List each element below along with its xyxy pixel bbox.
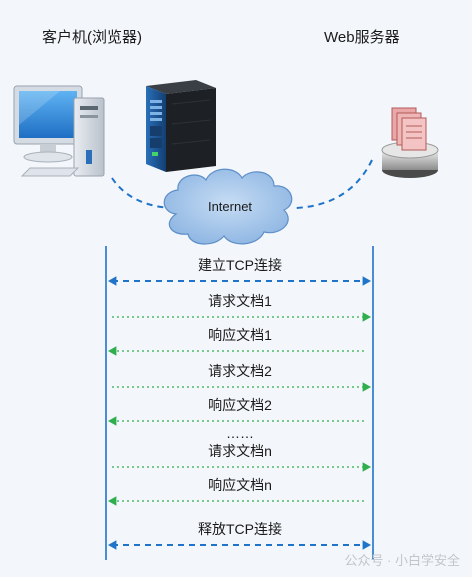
server-tower-icon bbox=[146, 80, 216, 172]
arrow-head bbox=[362, 540, 371, 550]
arrow-head bbox=[362, 382, 371, 392]
arrow-head bbox=[362, 276, 371, 286]
message-label: 请求文档2 bbox=[208, 363, 272, 379]
arrow-head bbox=[362, 312, 371, 322]
client-title: 客户机(浏览器) bbox=[42, 29, 142, 46]
message-label: 请求文档n bbox=[208, 443, 272, 459]
message-label: 响应文档n bbox=[208, 477, 272, 493]
message-label: 响应文档1 bbox=[208, 327, 272, 343]
arrow-head bbox=[108, 540, 117, 550]
message-label: …… bbox=[226, 425, 254, 441]
message-label: 响应文档2 bbox=[208, 397, 272, 413]
arrow-head bbox=[362, 462, 371, 472]
server-title: Web服务器 bbox=[324, 29, 400, 46]
server-link-line bbox=[295, 159, 373, 209]
desktop-computer-icon bbox=[13, 85, 105, 177]
arrow-head bbox=[108, 346, 117, 356]
web-server-icon bbox=[381, 107, 439, 178]
message-arrows bbox=[108, 276, 371, 550]
arrow-head bbox=[108, 496, 117, 506]
message-label: 建立TCP连接 bbox=[198, 257, 282, 273]
message-label: 释放TCP连接 bbox=[198, 521, 282, 537]
arrow-head bbox=[108, 276, 117, 286]
client-link-line bbox=[111, 177, 171, 209]
watermark: 公众号 · 小白学安全 bbox=[344, 553, 460, 568]
internet-cloud-icon bbox=[163, 168, 293, 245]
message-label: 请求文档1 bbox=[208, 293, 272, 309]
internet-label: Internet bbox=[207, 199, 253, 214]
arrow-head bbox=[108, 416, 117, 426]
